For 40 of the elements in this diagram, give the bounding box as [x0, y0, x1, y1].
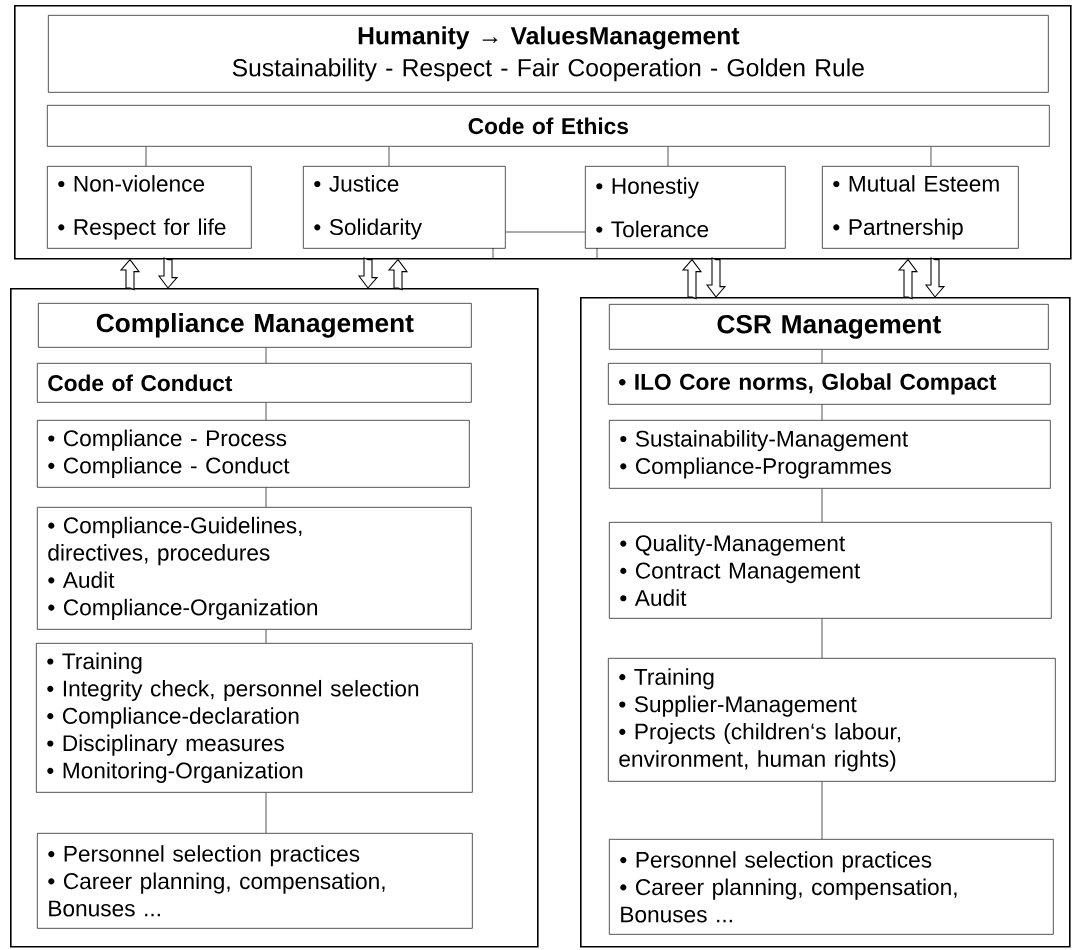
header-box: Code of Ethics: [47, 105, 1050, 147]
header-box: Humanity → ValuesManagement Sustainability - Respect - Fair Cooperation - Golden Rule: [48, 15, 1049, 93]
connector-line: [821, 781, 823, 840]
block-arrow: [705, 257, 727, 298]
panel-frame: [14, 5, 1072, 260]
header-box: Compliance Management: [38, 303, 472, 348]
connector-line: [265, 629, 267, 644]
bullet-box: • Compliance-Guidelines, directives, procedures • Audit • Compliance-Organization: [37, 507, 472, 630]
connector-line: [667, 146, 669, 167]
bullet-box: • Sustainability-Management • Compliance-Programmes: [609, 420, 1051, 489]
connector-line: [145, 146, 147, 167]
connector-line: [265, 402, 267, 421]
connector-line: [821, 404, 823, 421]
bullet-box: • Mutual Esteem • Partnership: [822, 166, 1019, 249]
block-arrow: [157, 257, 179, 289]
connector-line: [821, 349, 823, 364]
bullet-box: • Justice • Solidarity: [303, 166, 506, 249]
bullet-box: • Training • Supplier-Management • Projects (children‘s labour, environment, human rights): [608, 658, 1056, 782]
panel-frame: [580, 297, 1071, 948]
connector-line: [930, 146, 932, 167]
bullet-box: • Compliance - Process • Compliance - Conduct: [37, 420, 470, 488]
bullet-box: • Training • Integrity check, personnel selection • Compliance-declaration • Disciplinary measures • Monitoring-Organization: [36, 643, 473, 793]
bullet-box: • Quality-Management • Contract Management • Audit: [609, 522, 1052, 619]
bullet-box: • Personnel selection practices • Career planning, compensation, Bonuses ...: [37, 833, 473, 929]
block-arrow: [924, 257, 946, 298]
connector-line: [265, 347, 267, 364]
bullet-box: • Non-violence • Respect for life: [47, 166, 252, 249]
header-box: CSR Management: [609, 304, 1049, 350]
bullet-box: • Personnel selection practices • Career planning, compensation, Bonuses ...: [609, 839, 1054, 935]
bullet-box: • Honestiy • Tolerance: [585, 166, 786, 249]
connector-line: [265, 487, 267, 508]
panel-frame: [10, 288, 539, 948]
header-box: • ILO Core norms, Global Compact: [608, 363, 1051, 405]
connector-line: [505, 231, 586, 233]
header-box: Code of Conduct: [37, 363, 472, 403]
connector-line: [265, 792, 267, 834]
connector-line: [821, 618, 823, 659]
connector-line: [821, 488, 823, 523]
block-arrow: [357, 257, 379, 289]
connector-line: [388, 146, 390, 167]
